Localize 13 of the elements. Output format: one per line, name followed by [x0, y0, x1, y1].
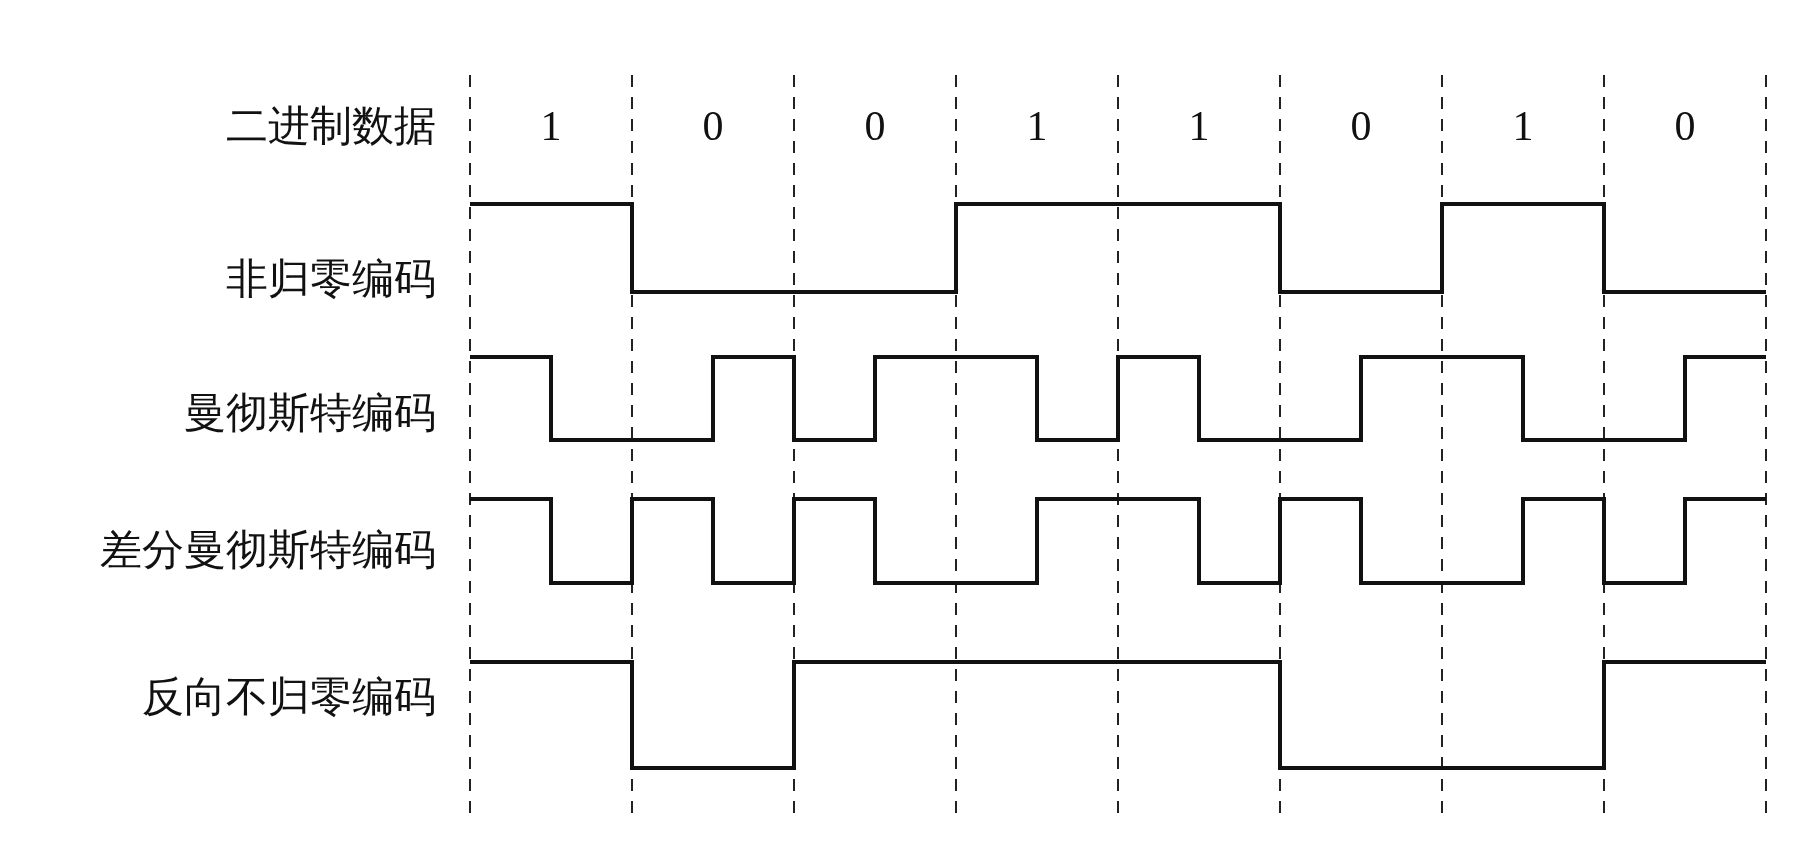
bit-value: 1 — [1026, 102, 1048, 150]
bit-value: 1 — [1512, 102, 1534, 150]
bit-value: 0 — [1674, 102, 1696, 150]
row-label: 非归零编码 — [226, 255, 436, 303]
bit-value: 0 — [702, 102, 724, 150]
bit-value: 1 — [540, 102, 562, 150]
bit-value: 0 — [864, 102, 886, 150]
row-label: 二进制数据 — [226, 102, 436, 150]
bit-value: 0 — [1350, 102, 1372, 150]
bit-value: 1 — [1188, 102, 1210, 150]
row-label: 差分曼彻斯特编码 — [100, 526, 436, 574]
row-label: 曼彻斯特编码 — [184, 389, 436, 437]
row-label: 反向不归零编码 — [142, 673, 436, 721]
